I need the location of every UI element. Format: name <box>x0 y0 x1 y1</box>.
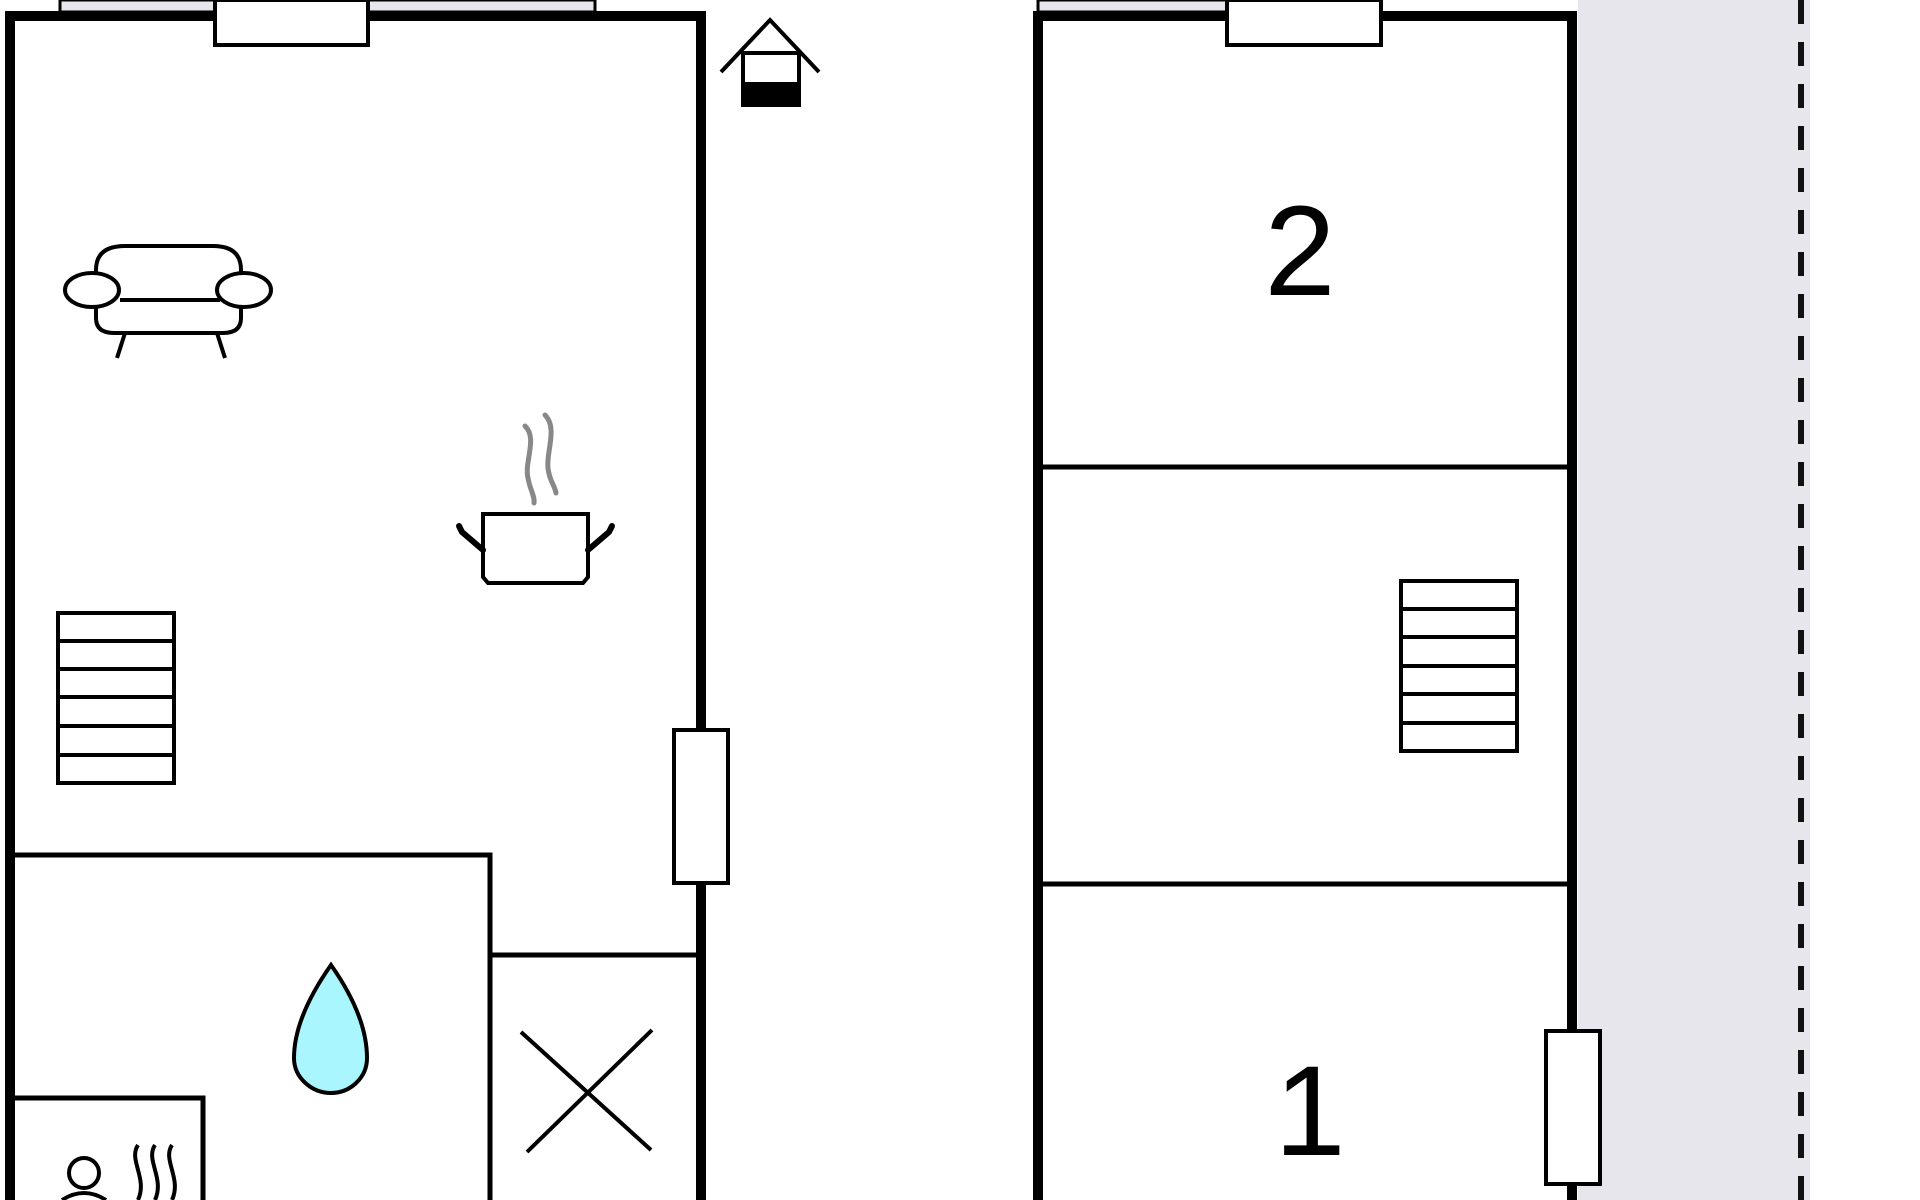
sauna-icon <box>60 1143 177 1200</box>
cooking-pot-icon <box>456 412 615 585</box>
window-top-right <box>1225 0 1383 47</box>
sofa-icon <box>63 244 273 359</box>
top-strip-right <box>1036 0 1232 14</box>
right-building <box>1033 11 1577 1200</box>
staircase-icon-upper <box>1399 579 1519 753</box>
window-top-left <box>213 0 370 47</box>
entrance-house-icon <box>719 17 821 107</box>
window-right-wall-right <box>1544 1029 1602 1186</box>
room-number-2: 2 <box>1264 180 1335 323</box>
window-right-wall-left <box>672 728 730 885</box>
staircase-icon <box>56 611 176 785</box>
terrace-area <box>1578 0 1810 1200</box>
water-drop-icon <box>291 961 370 1096</box>
room-number-1: 1 <box>1274 1040 1345 1183</box>
storage-x-icon <box>519 1028 654 1154</box>
